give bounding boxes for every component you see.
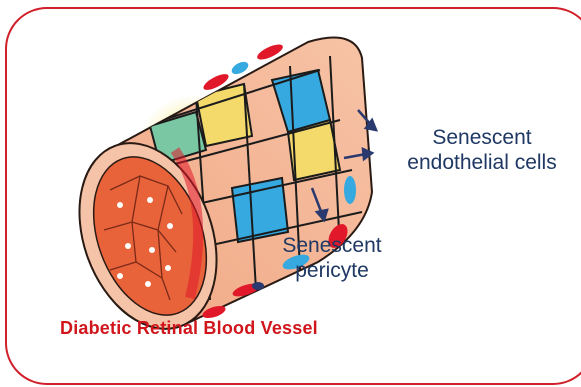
label-line: Senescent [262, 233, 402, 258]
label-line: endothelial cells [392, 150, 572, 175]
senescent-endothelial-label: Senescent endothelial cells [392, 125, 572, 175]
label-line: Senescent [392, 125, 572, 150]
senescent-pericyte-label: Senescent pericyte [262, 233, 402, 283]
diagram-caption: Diabetic Retinal Blood Vessel [60, 318, 400, 339]
label-line: pericyte [262, 258, 402, 283]
